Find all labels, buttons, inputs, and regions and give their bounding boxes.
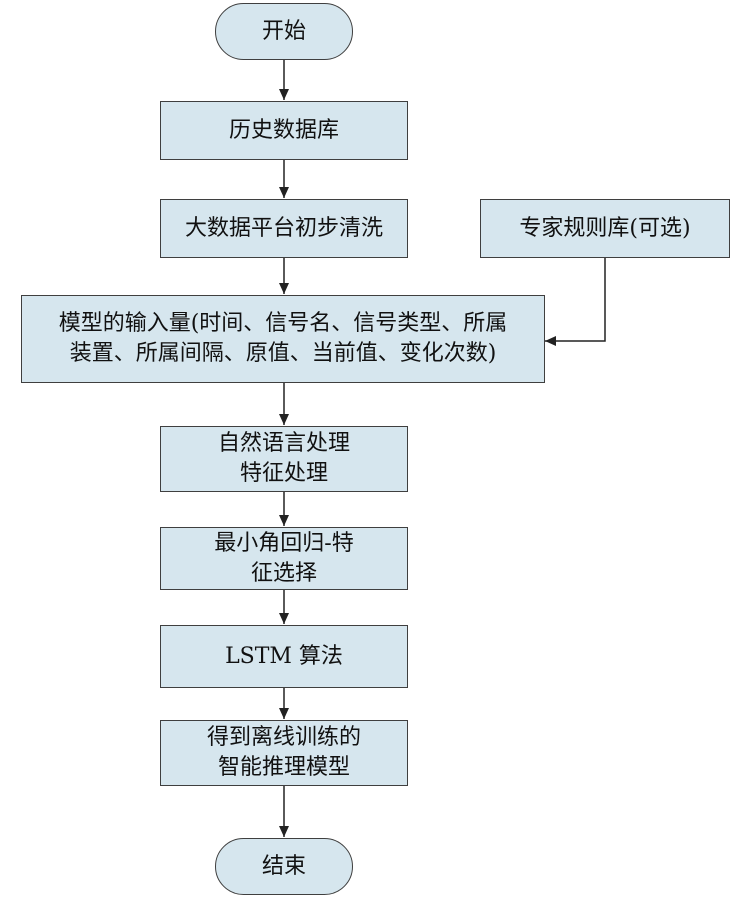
end-node: 结束 <box>215 838 353 895</box>
result-line1: 得到离线训练的 <box>206 725 361 750</box>
model-input-node: 模型的输入量(时间、信号名、信号类型、所属 装置、所属间隔、原值、当前值、变化次… <box>21 295 545 383</box>
arrow-expert-to-input <box>545 258 606 346</box>
history-database-node: 历史数据库 <box>160 101 408 160</box>
lstm-node: LSTM 算法 <box>160 625 408 688</box>
model-input-line2: 装置、所属间隔、原值、当前值、变化次数) <box>69 341 497 366</box>
history-database-label: 历史数据库 <box>228 117 339 143</box>
result-line2: 智能推理模型 <box>217 755 350 780</box>
lars-selection-node: 最小角回归-特 征选择 <box>160 527 408 590</box>
data-cleaning-label: 大数据平台初步清洗 <box>184 215 383 241</box>
expert-rules-node: 专家规则库(可选) <box>480 199 730 258</box>
start-node: 开始 <box>215 3 353 60</box>
result-model-node: 得到离线训练的 智能推理模型 <box>160 720 408 786</box>
model-input-line1: 模型的输入量(时间、信号名、信号类型、所属 <box>58 311 508 336</box>
lstm-label: LSTM 算法 <box>225 643 343 669</box>
lars-line2: 征选择 <box>250 560 317 586</box>
nlp-feature-node: 自然语言处理 特征处理 <box>160 426 408 492</box>
lars-line1: 最小角回归-特 <box>214 530 354 556</box>
data-cleaning-node: 大数据平台初步清洗 <box>160 199 408 258</box>
end-label: 结束 <box>261 853 306 879</box>
expert-rules-label: 专家规则库(可选) <box>519 215 691 241</box>
nlp-line1: 自然语言处理 <box>217 431 350 456</box>
nlp-line2: 特征处理 <box>239 461 328 486</box>
start-label: 开始 <box>261 18 306 44</box>
